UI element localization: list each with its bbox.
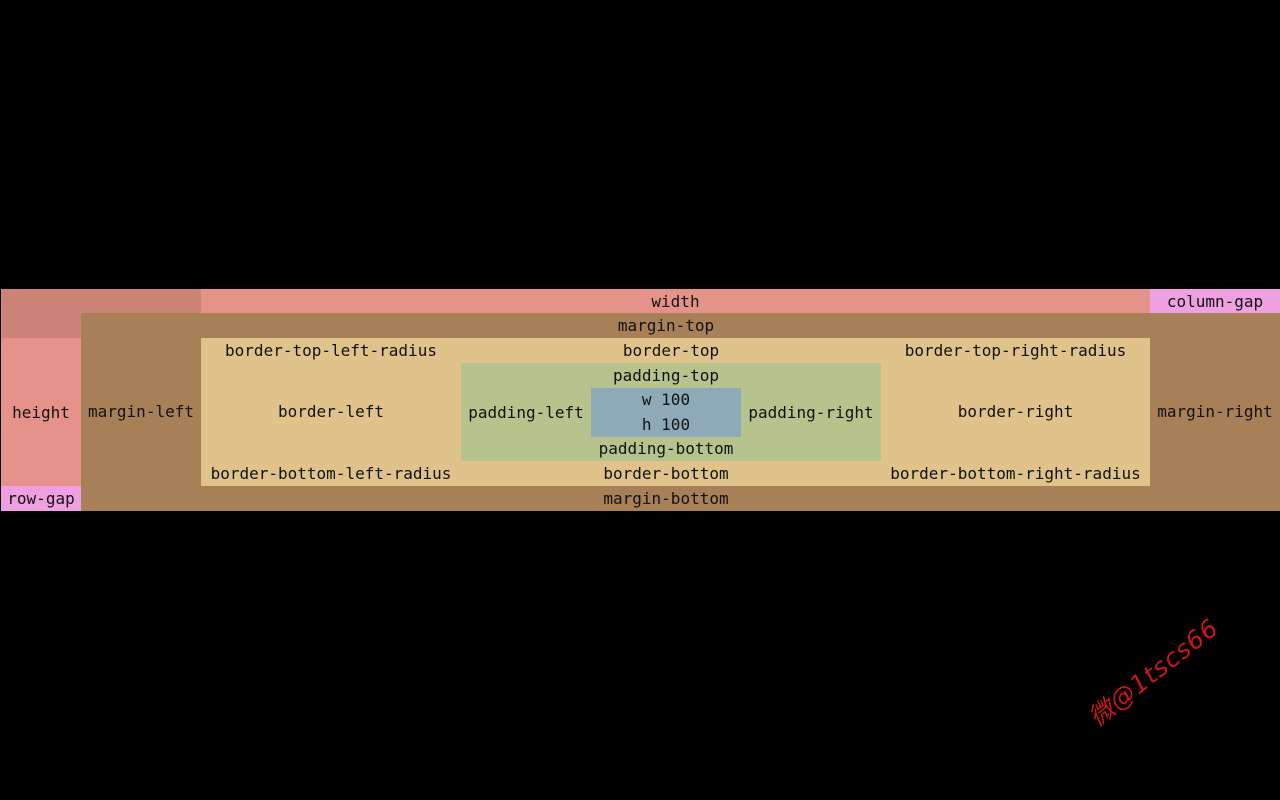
column-gap-label: column-gap [1166,291,1264,311]
content-height-label: h 100 [641,414,691,434]
border-top-right-radius-label: border-top-right-radius [904,340,1127,360]
padding-left-label: padding-left [468,402,584,422]
width-bar: width [201,289,1150,313]
margin-right-label: margin-right [1157,402,1273,421]
content-box [591,388,741,437]
border-top-label: border-top [622,340,720,360]
height-label: height [12,402,70,422]
margin-left-label: margin-left [88,402,194,421]
margin-bottom-label: margin-bottom [603,488,729,508]
row-gap-bar: row-gap [1,486,81,511]
row-gap-label: row-gap [7,489,75,508]
margin-top-label: margin-top [617,315,715,335]
border-bottom-label: border-bottom [603,463,729,483]
padding-bottom-label: padding-bottom [598,439,734,458]
content-width-label: w 100 [641,390,691,409]
column-gap-bar: column-gap [1150,289,1280,313]
border-right-label: border-right [957,402,1074,421]
border-left-label: border-left [278,402,384,421]
border-bottom-right-radius-label: border-bottom-right-radius [890,463,1141,483]
border-top-left-radius-label: border-top-left-radius [225,340,437,360]
border-bottom-left-radius-label: border-bottom-left-radius [210,463,452,483]
height-bar: height [1,338,81,486]
watermark-text: 微@1tscs66 [1083,612,1225,732]
padding-right-label: padding-right [748,402,874,422]
padding-top-label: padding-top [613,365,719,385]
width-label: width [651,291,700,311]
